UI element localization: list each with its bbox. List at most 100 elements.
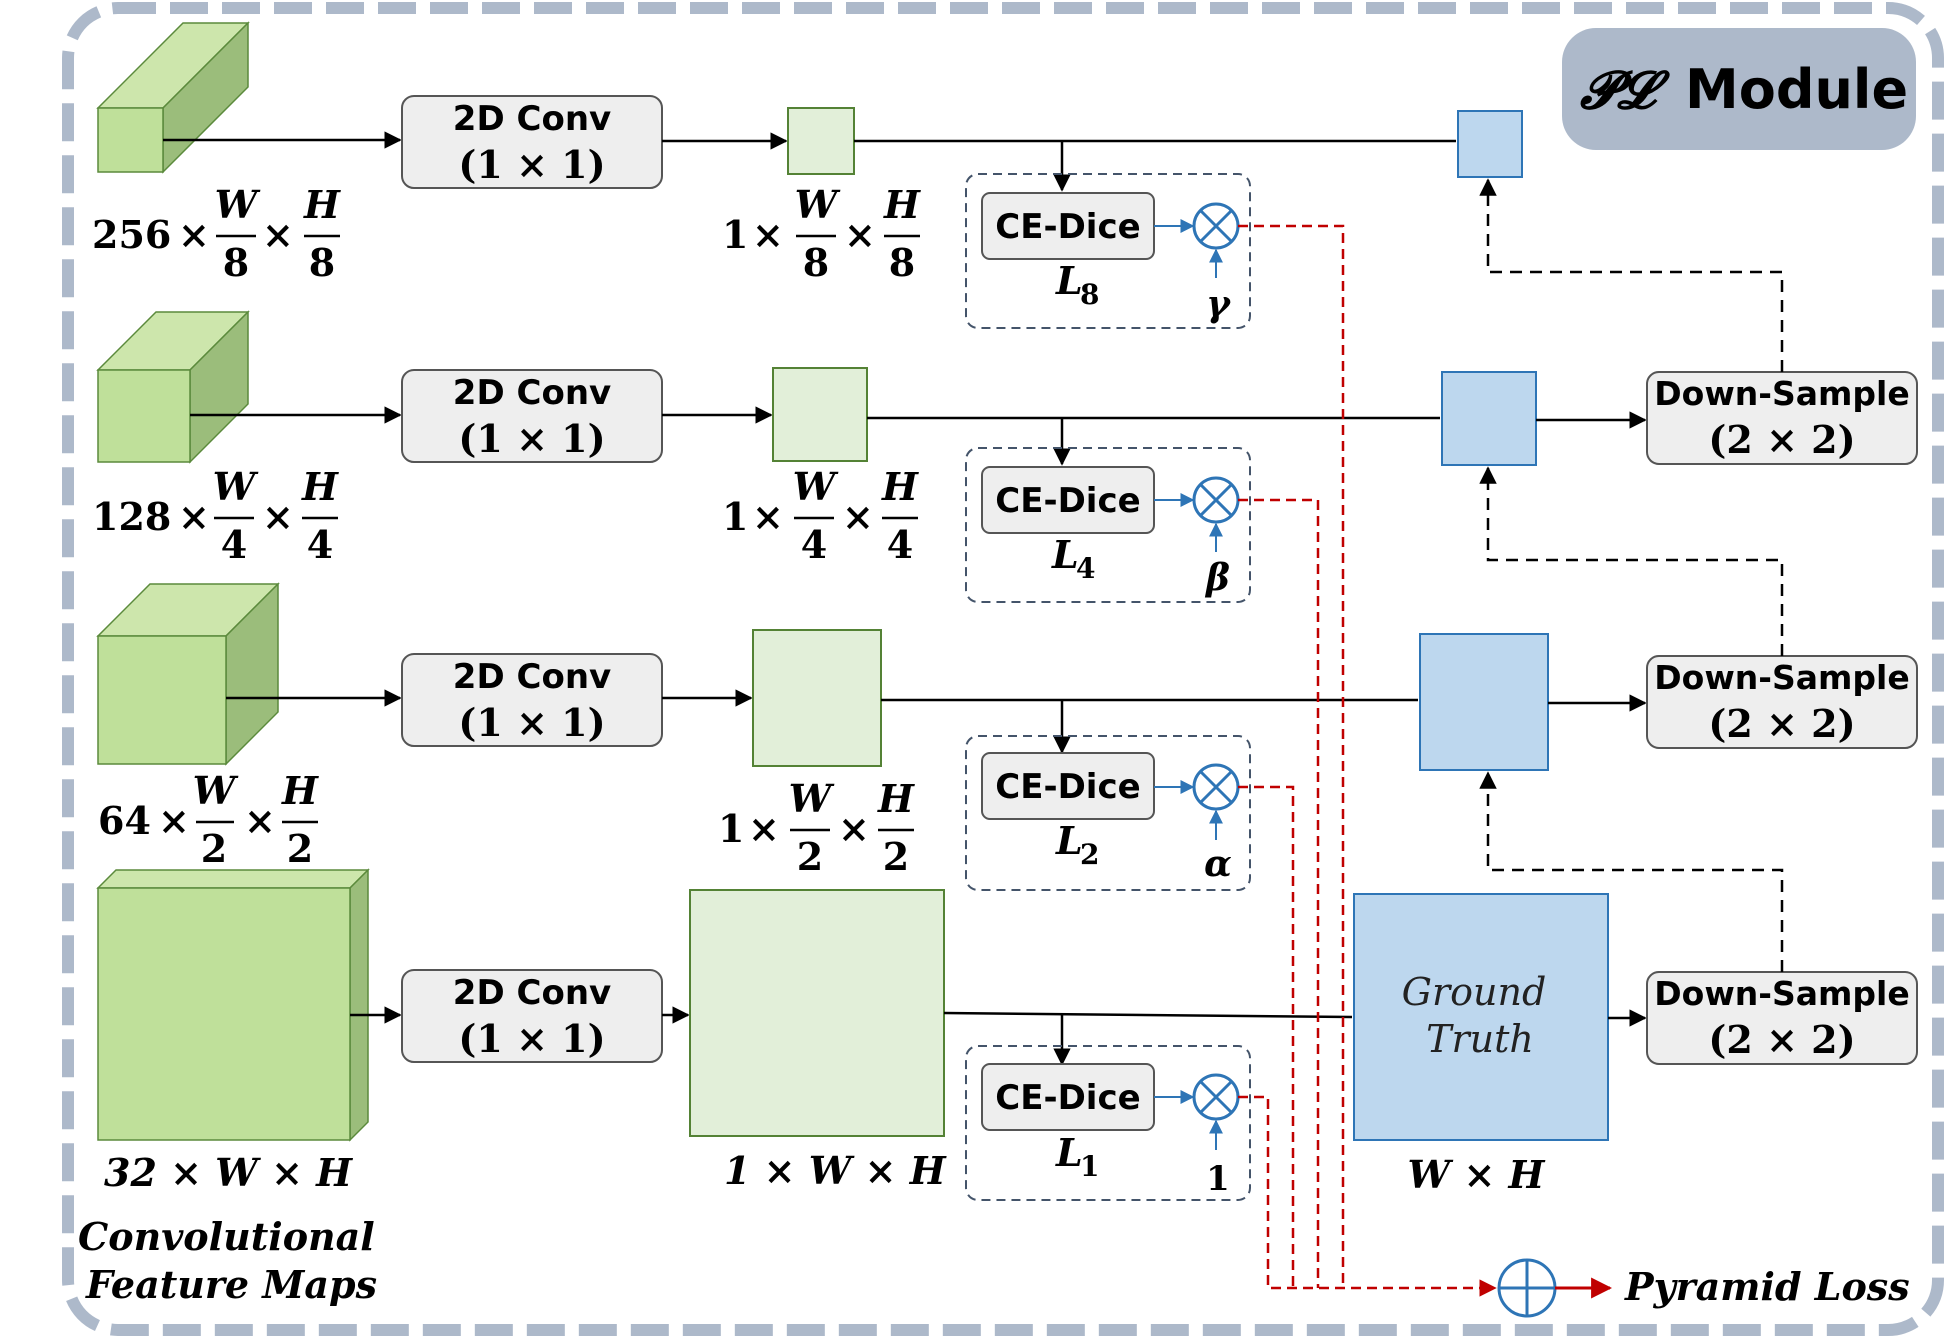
conv-label-4: 2D Conv <box>453 973 611 1013</box>
feature-cube-1 <box>96 21 250 174</box>
svg-text:2: 2 <box>883 834 909 879</box>
svg-text:4: 4 <box>307 522 333 567</box>
downsample-kernel-1: (2 × 2) <box>1708 417 1855 462</box>
svg-text:8: 8 <box>223 240 249 285</box>
feature-cube-3 <box>96 582 280 766</box>
downsample-kernel-3: (2 × 2) <box>1708 1017 1855 1062</box>
feature-dim-1: 256 × W 8 × H 8 <box>92 182 341 285</box>
svg-text:8: 8 <box>803 240 829 285</box>
loss-weight-3: α <box>1204 843 1232 885</box>
ce-dice-label-1: CE-Dice <box>995 207 1140 247</box>
svg-text:4: 4 <box>221 522 247 567</box>
loss-name-3: L <box>1055 818 1083 863</box>
downsample-paths <box>1479 178 1784 972</box>
svg-text:×: × <box>752 212 784 257</box>
downsample-kernel-2: (2 × 2) <box>1708 701 1855 746</box>
feature-maps-caption-line1: Convolutional <box>78 1214 375 1259</box>
downsample-block-2: Down-Sample (2 × 2) <box>1646 655 1918 749</box>
svg-text:×: × <box>748 806 780 851</box>
feature-maps-caption-line2: Feature Maps <box>85 1262 377 1307</box>
downsample-label-2: Down-Sample <box>1654 658 1909 697</box>
svg-text:×: × <box>838 806 870 851</box>
svg-text:×: × <box>178 212 210 257</box>
loss-group-3: CE-Dice L 2 α <box>965 735 1251 891</box>
conv-label-3: 2D Conv <box>453 657 611 697</box>
loss-name-4: L <box>1055 1130 1083 1175</box>
module-frame <box>62 2 1944 1336</box>
loss-group-2: CE-Dice L 4 β <box>965 447 1251 603</box>
conv-block-3: 2D Conv (1 × 1) <box>401 653 663 747</box>
svg-text:2: 2 <box>287 826 313 871</box>
conv-label-1: 2D Conv <box>453 99 611 139</box>
ground-truth-dims: W × H <box>1408 1152 1546 1197</box>
loss-sub-2: 4 <box>1076 552 1095 585</box>
svg-text:W: W <box>789 776 835 821</box>
ce-dice-label-3: CE-Dice <box>995 767 1140 807</box>
feature-dim-2: 128 × W 4 × H 4 <box>92 464 339 567</box>
conv-block-1: 2D Conv (1 × 1) <box>401 95 663 189</box>
svg-text:8: 8 <box>889 240 915 285</box>
conv-block-4: 2D Conv (1 × 1) <box>401 969 663 1063</box>
loss-name-2: L <box>1051 532 1079 577</box>
svg-text:1: 1 <box>718 806 744 851</box>
conv-kernel-4: (1 × 1) <box>458 1016 605 1061</box>
svg-text:W: W <box>215 182 261 227</box>
downsampled-gt-2 <box>1441 371 1537 466</box>
svg-text:8: 8 <box>309 240 335 285</box>
svg-text:×: × <box>158 798 190 843</box>
svg-text:H: H <box>281 768 319 813</box>
svg-text:256: 256 <box>92 212 171 257</box>
output-map-3 <box>752 629 882 767</box>
svg-text:H: H <box>301 464 339 509</box>
downsample-label-1: Down-Sample <box>1654 374 1909 413</box>
svg-text:4: 4 <box>801 522 827 567</box>
svg-text:W: W <box>193 768 239 813</box>
conv-kernel-2: (1 × 1) <box>458 416 605 461</box>
loss-aggregation-paths <box>1238 224 1497 1297</box>
loss-sub-1: 8 <box>1080 278 1099 311</box>
feature-dim-4: 32 × W × H <box>104 1150 353 1195</box>
downsample-block-3: Down-Sample (2 × 2) <box>1646 971 1918 1065</box>
downsampled-gt-1 <box>1457 110 1523 178</box>
svg-text:2: 2 <box>201 826 227 871</box>
loss-group-1: CE-Dice L 8 γ <box>965 173 1251 329</box>
conv-block-2: 2D Conv (1 × 1) <box>401 369 663 463</box>
loss-sub-3: 2 <box>1080 838 1099 871</box>
module-title-word: Module <box>1685 58 1908 121</box>
ground-truth-line2: Truth <box>1426 1017 1534 1061</box>
feature-cube-2 <box>96 310 250 464</box>
conv-kernel-1: (1 × 1) <box>458 142 605 187</box>
svg-text:4: 4 <box>887 522 913 567</box>
svg-text:1: 1 <box>722 212 748 257</box>
loss-weight-4: 1 <box>1206 1159 1230 1199</box>
svg-text:H: H <box>881 464 919 509</box>
svg-text:×: × <box>844 212 876 257</box>
svg-text:×: × <box>262 494 294 539</box>
module-title-badge: 𝓟𝓛 Module <box>1562 28 1916 150</box>
svg-text:H: H <box>303 182 341 227</box>
svg-text:×: × <box>752 494 784 539</box>
svg-text:64: 64 <box>98 798 151 843</box>
pyramid-loss-label: Pyramid Loss <box>1624 1264 1910 1309</box>
output-dim-2: 1 × W 4 × H 4 <box>722 464 919 567</box>
ce-dice-label-2: CE-Dice <box>995 481 1140 521</box>
output-dim-3: 1 × W 2 × H 2 <box>718 776 915 879</box>
output-dim-4: 1 × W × H <box>724 1148 947 1193</box>
svg-text:×: × <box>842 494 874 539</box>
loss-sub-4: 1 <box>1080 1150 1099 1183</box>
output-map-4 <box>689 889 945 1137</box>
svg-text:×: × <box>178 494 210 539</box>
svg-text:128: 128 <box>92 494 171 539</box>
output-dim-1: 1 × W 8 × H 8 <box>722 182 921 285</box>
svg-text:W: W <box>213 464 259 509</box>
svg-text:2: 2 <box>797 834 823 879</box>
svg-text:W: W <box>795 182 841 227</box>
svg-text:×: × <box>262 212 294 257</box>
ground-truth-box: Ground Truth <box>1353 893 1609 1141</box>
loss-weight-1: γ <box>1206 283 1232 325</box>
svg-text:W: W <box>793 464 839 509</box>
conv-kernel-3: (1 × 1) <box>458 700 605 745</box>
loss-name-1: L <box>1055 258 1083 303</box>
svg-text:H: H <box>877 776 915 821</box>
svg-text:×: × <box>244 798 276 843</box>
